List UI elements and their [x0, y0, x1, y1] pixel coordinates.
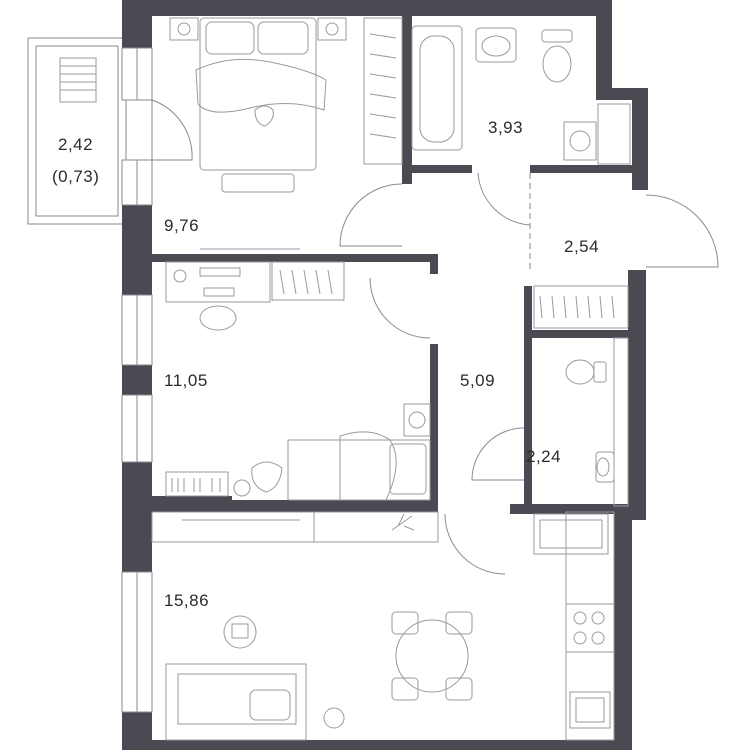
toilet-icon	[541, 29, 573, 83]
living-room-door	[444, 513, 506, 575]
bedroom-furniture	[169, 17, 403, 250]
window-bedroom	[121, 47, 153, 206]
dining-table-icon	[391, 611, 473, 701]
kids-room-door	[369, 277, 431, 339]
ball-icon	[233, 479, 251, 497]
corridor-area-label: 5,09	[460, 371, 495, 390]
room-labels: 2,42 (0,73) 9,76 3,93 2,54 11,05 5,09 2,…	[52, 118, 599, 610]
toilet-door	[471, 427, 525, 481]
coffee-table-icon	[223, 615, 257, 649]
window-kids-room	[121, 294, 153, 463]
washing-machine-icon	[563, 121, 597, 161]
balcony-inner-outline	[35, 45, 119, 217]
kitchen-counter-icon	[533, 511, 615, 741]
hallway-area-label: 2,54	[564, 237, 599, 256]
rug-icon	[221, 173, 295, 193]
desk-icon	[165, 261, 271, 331]
windows	[121, 47, 193, 713]
stove-icon	[565, 603, 615, 653]
plant-icon	[391, 513, 415, 531]
balcony-reduced-area-label: (0,73)	[52, 167, 99, 186]
wardrobe-icon	[271, 261, 345, 301]
bed-icon	[287, 431, 431, 501]
bed-icon	[195, 17, 327, 171]
tv-console-icon	[151, 511, 439, 543]
nightstand-icon	[403, 403, 431, 437]
toilet-icon	[565, 359, 607, 385]
towel-rack-icon	[59, 57, 97, 103]
balcony-area-label: 2,42	[58, 135, 93, 154]
toilet-room-fixtures	[565, 337, 629, 507]
living-kitchen-furniture	[151, 511, 615, 741]
sofa-icon	[165, 663, 307, 741]
bathroom-fixtures	[411, 25, 631, 165]
nightstand-icon	[317, 17, 347, 41]
balcony-outline	[27, 37, 127, 225]
balcony	[27, 37, 127, 225]
interior-walls	[152, 16, 632, 514]
living-kitchen-area-label: 15,86	[164, 591, 209, 610]
kids-room-area-label: 11,05	[164, 371, 208, 390]
toilet-area-label: 2,24	[526, 447, 561, 466]
entrance-door	[645, 194, 719, 268]
window-living-room	[121, 571, 153, 713]
nightstand-icon	[169, 17, 199, 41]
bathroom-door	[477, 172, 531, 226]
sink-icon	[595, 451, 615, 483]
cat-icon	[254, 105, 274, 127]
balcony-door	[151, 99, 193, 161]
bathroom-area-label: 3,93	[488, 118, 523, 137]
floor-lamp-icon	[323, 707, 345, 729]
bedroom-door	[339, 183, 403, 247]
outer-walls	[122, 0, 648, 750]
kids-room-furniture	[165, 261, 431, 501]
toy-car-icon	[251, 461, 283, 493]
hallway-wardrobe-icon	[533, 285, 629, 329]
bookshelf-icon	[165, 471, 229, 497]
wardrobe-icon	[363, 17, 403, 165]
kitchen-sink-icon	[569, 691, 611, 729]
bathtub-icon	[411, 25, 463, 151]
sink-icon	[475, 27, 517, 63]
doors	[339, 172, 719, 575]
bedroom-area-label: 9,76	[164, 216, 199, 235]
